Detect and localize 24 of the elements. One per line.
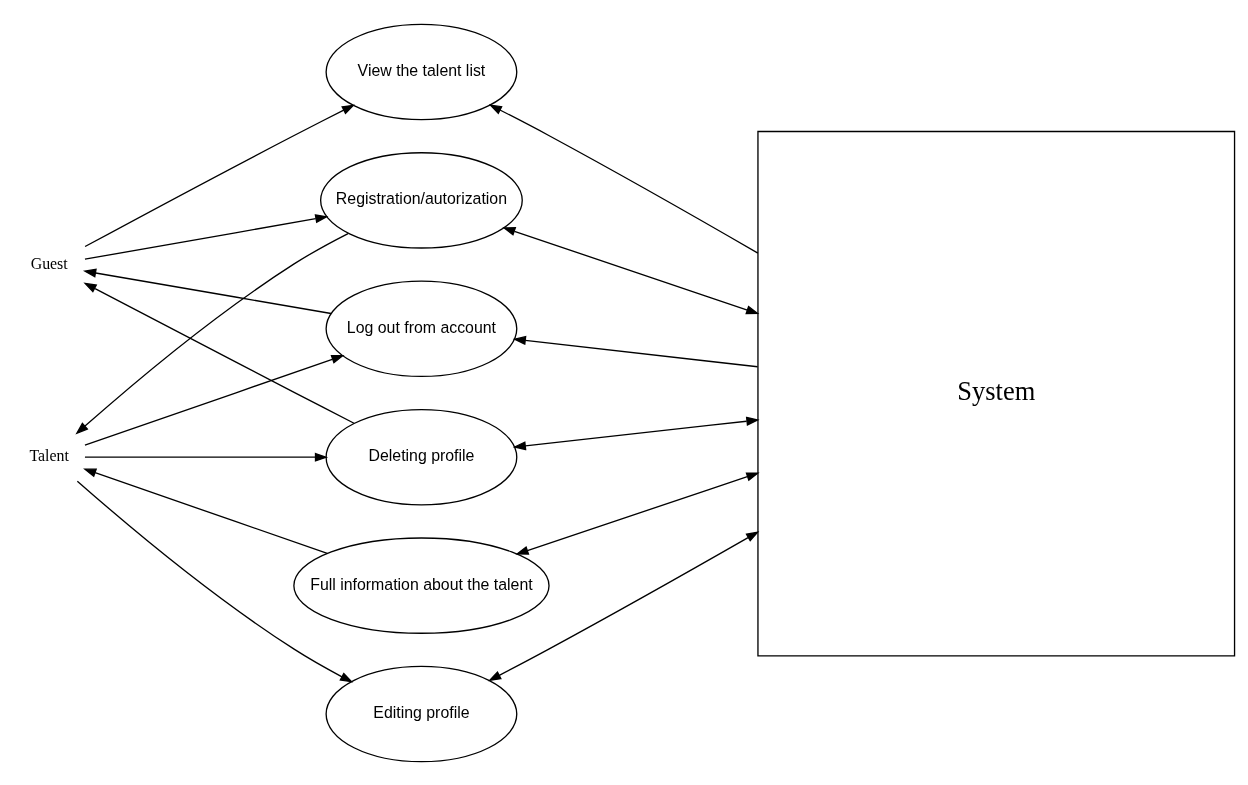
arrow [75, 232, 349, 435]
arrow [84, 354, 345, 446]
arrow [512, 335, 759, 367]
arrow [515, 471, 760, 555]
node-box: System [757, 130, 1236, 656]
node-text: Talent [29, 446, 69, 464]
node-ellipse: Registration/autorization [319, 151, 523, 249]
arrow [84, 213, 329, 260]
arrow [502, 226, 760, 314]
node-text: Guest [30, 254, 68, 272]
arrow [83, 282, 355, 424]
node-ellipse: Deleting profile [325, 408, 518, 506]
node-ellipse: Log out from account [325, 279, 518, 377]
arrow [84, 452, 329, 462]
arrow [83, 268, 332, 314]
node-ellipse: Full information about the talent [293, 536, 550, 634]
arrow [83, 468, 328, 554]
node-ellipse: View the talent list [325, 23, 518, 120]
arrow [512, 416, 760, 450]
arrow [488, 103, 759, 254]
arrow [76, 480, 354, 683]
node-ellipse: Editing profile [325, 665, 518, 762]
arrow [488, 530, 760, 681]
arrow [84, 103, 356, 247]
